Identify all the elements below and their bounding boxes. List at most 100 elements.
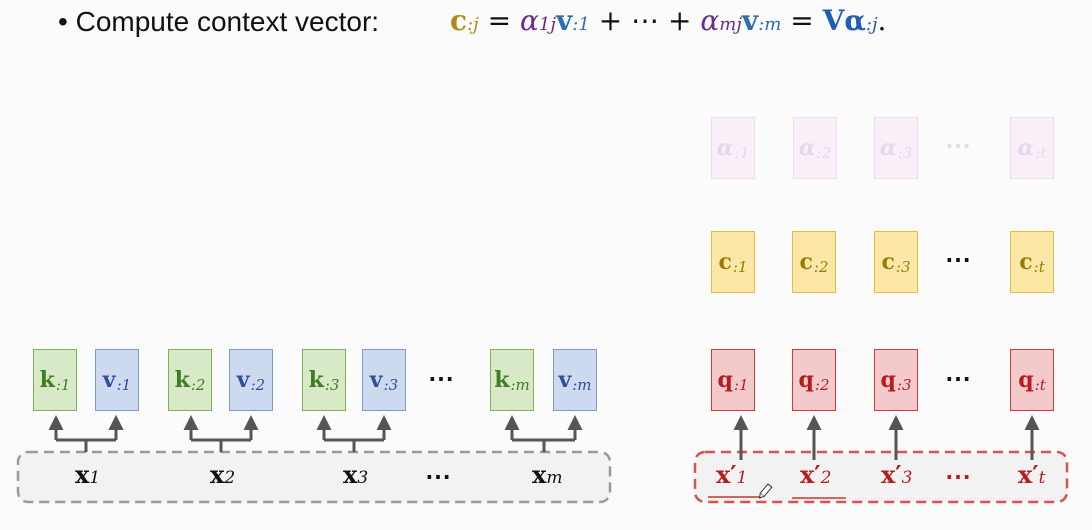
query-box-3: q:3 [874,349,918,411]
context-subscript: :1 [732,258,748,276]
key-subscript: :2 [190,376,206,394]
context-box-2: c:2 [792,231,836,293]
input-symbol: x′ [881,460,902,489]
input-subscript: 3 [357,468,369,488]
formula-eq2: = [790,4,814,37]
decoder-input-3: x′3 [881,460,912,489]
key-subscript: :1 [55,376,71,394]
alpha-ellipsis: ⋯ [945,131,972,161]
query-symbol: q [717,367,733,393]
formula-vm-sub: :m [758,14,782,35]
context-subscript: :2 [813,258,829,276]
bullet-dot: • [58,6,68,37]
input-subscript: 1 [89,468,101,488]
key-symbol: k [174,367,190,393]
alpha-symbol: α [798,135,816,161]
bullet-label: Compute context vector: [75,6,380,37]
query-subscript: :2 [814,376,830,394]
query-subscript: :t [1034,376,1046,394]
value-box-3: v:3 [362,349,406,411]
alpha-subscript: :3 [897,144,913,162]
value-symbol: v [236,367,250,393]
key-subscript: :3 [324,376,340,394]
key-box-2: k:2 [168,349,212,411]
key-symbol: k [494,367,510,393]
context-subscript: :t [1033,258,1045,276]
key-box-m: k:m [490,349,534,411]
input-subscript: 2 [820,468,832,488]
value-subscript: :2 [250,376,266,394]
context-box-3: c:3 [874,231,918,293]
formula-vm: v [741,4,759,37]
input-subscript: t [1038,468,1046,488]
input-symbol: x′ [716,460,737,489]
alpha-box-1: α:1 [711,117,755,179]
value-subscript: :m [572,376,592,394]
formula-alpham: α [700,4,720,37]
alpha-subscript: :2 [816,144,832,162]
input-symbol: x′ [1018,460,1039,489]
decoder-input-frame [693,450,1069,504]
formula-alpha1-sub: 1j [538,14,556,35]
encoder-input-frame [16,450,612,504]
value-symbol: v [558,367,572,393]
value-symbol: v [102,367,116,393]
value-subscript: :1 [116,376,132,394]
context-subscript: :3 [895,258,911,276]
query-box-1: q:1 [711,349,755,411]
formula-c-sub: :j [467,14,479,35]
decoder-arrows [733,415,1040,460]
encoder-input-m: xm [532,460,562,489]
value-box-1: v:1 [95,349,139,411]
key-subscript: :m [510,376,530,394]
alpha-box-t: α:t [1010,117,1054,179]
context-symbol: c [718,249,732,275]
alpha-subscript: :1 [734,144,750,162]
query-ellipsis: ⋯ [945,364,972,394]
key-symbol: k [39,367,55,393]
pen-cursor-icon [759,483,773,499]
alpha-symbol: α [1017,135,1035,161]
context-vector-formula: c:j = α1jv:1 + ⋯ + αmjv:m = Vα:j. [450,4,886,37]
formula-eq1: = [487,4,512,37]
alpha-box-2: α:2 [793,117,837,179]
formula-alpham-sub: mj [719,14,742,35]
input-symbol: x′ [800,460,821,489]
value-subscript: :3 [383,376,399,394]
context-symbol: c [881,249,895,275]
input-subscript: m [546,468,563,488]
decoder-input-2: x′2 [800,460,831,489]
formula-v1: v [555,4,573,37]
input-symbol: x [210,460,225,489]
input-symbol: x [75,460,90,489]
decoder-input-ellipsis: ⋯ [945,462,972,492]
input-subscript: 3 [901,468,913,488]
kv-ellipsis: ⋯ [428,364,455,394]
key-symbol: k [308,367,324,393]
input-symbol: x [532,460,547,489]
value-box-m: v:m [553,349,597,411]
formula-alpha-bold-sub: :j [865,14,878,35]
query-symbol: q [798,367,814,393]
context-ellipsis: ⋯ [945,245,972,275]
value-box-2: v:2 [229,349,273,411]
query-symbol: q [1018,367,1034,393]
alpha-box-3: α:3 [874,117,918,179]
alpha-symbol: α [716,135,734,161]
query-symbol: q [880,367,896,393]
value-symbol: v [369,367,383,393]
formula-V: V [822,4,845,37]
context-box-t: c:t [1010,231,1054,293]
formula-plus-dots: + ⋯ + [598,4,692,37]
context-box-1: c:1 [711,231,755,293]
formula-alpha1: α [520,4,539,37]
query-box-t: q:t [1010,349,1054,411]
encoder-arrows [48,418,583,452]
encoder-input-2: x2 [210,460,235,489]
encoder-input-1: x1 [75,460,100,489]
query-box-2: q:2 [792,349,836,411]
encoder-input-3: x3 [343,460,368,489]
input-subscript: 1 [736,468,748,488]
